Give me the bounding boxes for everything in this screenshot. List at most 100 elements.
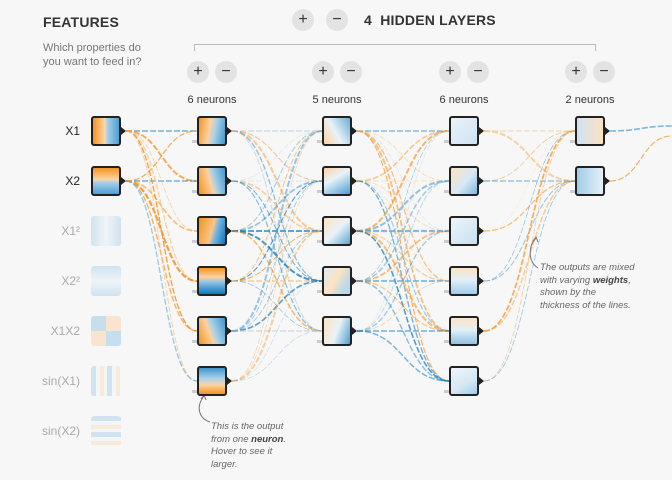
neuron-l4-n2[interactable] (575, 166, 605, 196)
weight-link[interactable] (125, 129, 198, 183)
weight-link[interactable] (356, 129, 450, 233)
weight-link[interactable] (231, 130, 323, 282)
neuron-l1-n2[interactable] (197, 166, 227, 196)
feature-node-3[interactable] (91, 216, 121, 246)
layer-2-remove-neuron-button[interactable]: − (340, 61, 362, 83)
weight-link[interactable] (125, 180, 198, 232)
weight-link[interactable] (231, 180, 323, 332)
weight-link[interactable] (125, 130, 198, 232)
feature-node-2[interactable] (91, 166, 121, 196)
neuron-l3-n6[interactable] (449, 366, 479, 396)
weight-link[interactable] (356, 330, 450, 382)
neuron-l1-n6[interactable] (197, 366, 227, 396)
weight-link[interactable] (125, 130, 198, 282)
bias-mark (444, 140, 449, 143)
weight-link[interactable] (356, 230, 450, 282)
weight-link[interactable] (231, 130, 323, 332)
weight-link[interactable] (231, 130, 323, 182)
bias-mark (317, 190, 322, 193)
weight-link[interactable] (356, 180, 450, 332)
weight-link[interactable] (483, 130, 576, 282)
weight-link[interactable] (231, 130, 323, 382)
layer-1-add-neuron-button[interactable]: + (187, 61, 209, 83)
neuron-l3-n1[interactable] (449, 116, 479, 146)
remove-layer-button[interactable]: − (326, 9, 348, 31)
neuron-l1-n1[interactable] (197, 116, 227, 146)
weight-link[interactable] (231, 230, 323, 382)
neuron-note: This is the output from one neuron. Hove… (211, 421, 286, 470)
layer-3-add-neuron-button[interactable]: + (439, 61, 461, 83)
weight-link[interactable] (125, 130, 198, 382)
weight-link[interactable] (125, 179, 198, 283)
weight-link[interactable] (356, 229, 450, 333)
weight-link[interactable] (125, 180, 198, 332)
neuron-l2-n4[interactable] (322, 266, 352, 296)
weight-link[interactable] (231, 180, 323, 382)
weight-link[interactable] (356, 179, 450, 233)
weight-link[interactable] (231, 330, 323, 382)
weight-link[interactable] (356, 230, 450, 282)
weight-link[interactable] (609, 135, 672, 182)
layer-1-remove-neuron-button[interactable]: − (215, 61, 237, 83)
weight-link[interactable] (356, 280, 450, 332)
weight-link[interactable] (125, 130, 198, 332)
feature-label-1: X1 (65, 124, 80, 138)
layer-1-neuron-count: 6 neurons (187, 94, 237, 106)
bias-mark (570, 190, 575, 193)
weight-link[interactable] (483, 130, 576, 382)
feature-node-6[interactable] (91, 366, 121, 396)
weight-link[interactable] (231, 280, 323, 332)
weight-link[interactable] (483, 130, 576, 182)
weight-link[interactable] (356, 280, 450, 382)
weight-link[interactable] (125, 180, 198, 382)
layer-3-remove-neuron-button[interactable]: − (467, 61, 489, 83)
neuron-output-arrow (352, 177, 357, 185)
bias-mark (192, 390, 197, 393)
add-layer-button[interactable]: + (292, 9, 314, 31)
neuron-output-arrow (479, 227, 484, 235)
weight-link[interactable] (356, 130, 450, 182)
neuron-l2-n3[interactable] (322, 216, 352, 246)
neuron-l3-n4[interactable] (449, 266, 479, 296)
layer-4-add-neuron-button[interactable]: + (565, 61, 587, 83)
neuron-l3-n2[interactable] (449, 166, 479, 196)
weight-link[interactable] (356, 230, 450, 332)
neuron-l2-n1[interactable] (322, 116, 352, 146)
neuron-l1-n5[interactable] (197, 316, 227, 346)
feature-node-4[interactable] (91, 266, 121, 296)
neuron-l3-n3[interactable] (449, 216, 479, 246)
weight-link[interactable] (356, 180, 450, 232)
hidden-layers-bracket (194, 44, 596, 51)
feature-node-5[interactable] (91, 316, 121, 346)
weight-link[interactable] (483, 180, 576, 382)
weight-link[interactable] (356, 180, 450, 332)
weight-link[interactable] (356, 180, 450, 282)
hidden-layers-label: HIDDEN LAYERS (380, 12, 496, 28)
feature-node-1[interactable] (91, 116, 121, 146)
layer-2-add-neuron-button[interactable]: + (312, 61, 334, 83)
weight-link[interactable] (356, 130, 450, 332)
weight-link[interactable] (356, 280, 450, 332)
neuron-l2-n2[interactable] (322, 166, 352, 196)
layer-4-remove-neuron-button[interactable]: − (593, 61, 615, 83)
bias-mark (317, 340, 322, 343)
weight-link[interactable] (609, 125, 672, 132)
weight-link[interactable] (356, 130, 450, 182)
neuron-l3-n5[interactable] (449, 316, 479, 346)
features-subtitle: Which properties do you want to feed in? (43, 42, 142, 68)
neuron-l2-n5[interactable] (322, 316, 352, 346)
weight-link[interactable] (483, 130, 576, 332)
neuron-l4-n1[interactable] (575, 116, 605, 146)
bias-mark (444, 390, 449, 393)
weight-link[interactable] (231, 130, 323, 182)
neuron-l1-n4[interactable] (197, 266, 227, 296)
weight-link[interactable] (356, 230, 450, 382)
feature-node-7[interactable] (91, 416, 121, 446)
neuron-output-arrow (227, 127, 232, 135)
bias-mark (317, 140, 322, 143)
neuron-l1-n3[interactable] (197, 216, 227, 246)
bias-mark (570, 140, 575, 143)
feature-label-3: X1² (61, 224, 80, 238)
weight-link[interactable] (356, 130, 450, 282)
